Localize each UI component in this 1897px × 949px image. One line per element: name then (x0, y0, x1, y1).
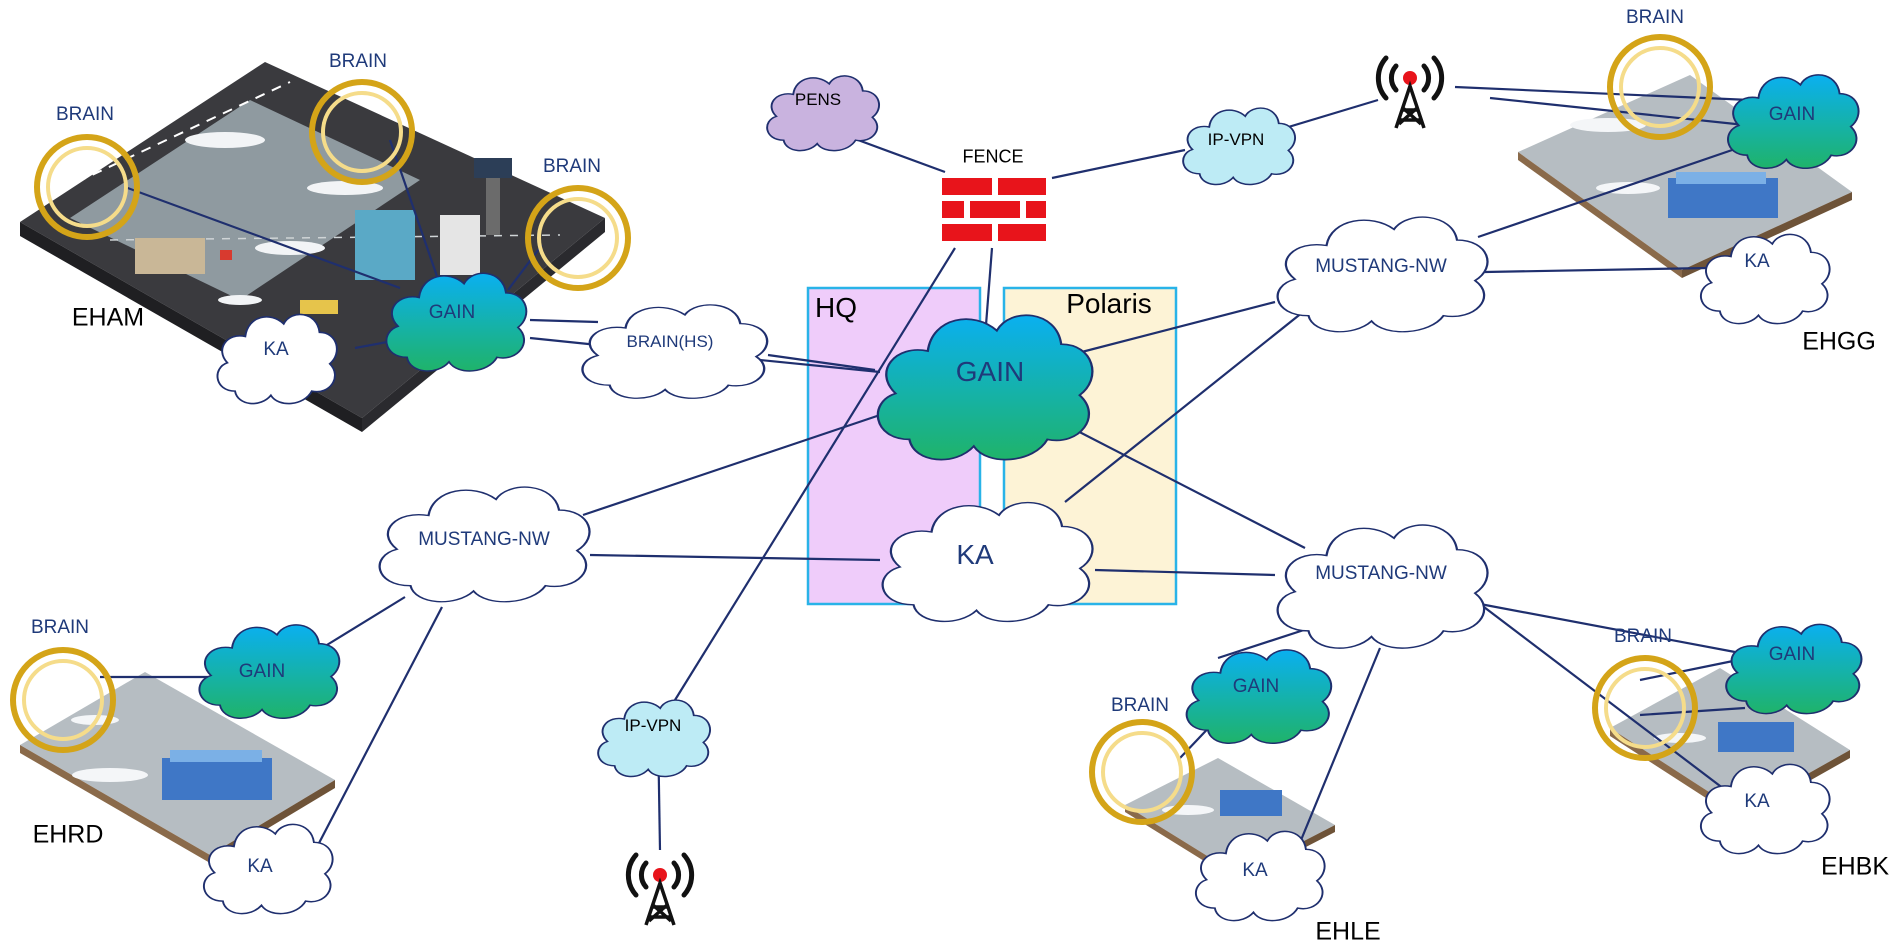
ehrd-ka-label: KA (247, 856, 273, 877)
eham-gain-label: GAIN (428, 302, 476, 323)
ehgg-mustang-label: MUSTANG-NW (1315, 256, 1447, 277)
ehgg-airport-tile (1518, 75, 1852, 278)
eham-ka-label: KA (263, 339, 289, 360)
ehgg-brain-label: BRAIN (1625, 7, 1685, 28)
hq-label: HQ (815, 292, 857, 323)
ehle-site-label: EHLE (1315, 917, 1381, 946)
ipvpn-top-label: IP-VPN (1207, 130, 1265, 149)
brain-rings (10, 34, 1713, 825)
ehle-gain-label: GAIN (1232, 676, 1280, 697)
central-ka-label: KA (956, 539, 994, 570)
eham-site-label: EHAM (71, 303, 145, 332)
brain-hs-label: BRAIN(HS) (626, 332, 714, 351)
ehbk-ka-label: KA (1744, 791, 1770, 812)
ehgg-site-label: EHGG (1802, 327, 1876, 356)
central-gain-label: GAIN (955, 356, 1025, 387)
eham-brain-label-1: BRAIN (55, 104, 115, 125)
ehrd-gain-label: GAIN (238, 661, 286, 682)
ipvpn-bottom-label: IP-VPN (624, 716, 682, 735)
ehbk-site-label: EHBK (1820, 852, 1890, 881)
ehle-ka-label: KA (1242, 860, 1268, 881)
firewall-icon (940, 178, 1050, 246)
ehrd-brain-label: BRAIN (30, 617, 90, 638)
ehbk-gain-label: GAIN (1768, 644, 1816, 665)
ehbk-brain-label: BRAIN (1613, 626, 1673, 647)
eham-brain-label-3: BRAIN (542, 156, 602, 177)
network-links (100, 85, 1751, 863)
ehgg-ka-label: KA (1744, 251, 1770, 272)
polaris-label: Polaris (1066, 288, 1152, 319)
ehrd-mustang-label: MUSTANG-NW (418, 529, 550, 550)
ehgg-gain-label: GAIN (1768, 104, 1816, 125)
radio-tower-icon-top (1375, 55, 1445, 129)
fence-label: FENCE (962, 146, 1024, 167)
ehle-brain-label: BRAIN (1110, 695, 1170, 716)
eham-brain-label-2: BRAIN (328, 51, 388, 72)
radio-tower-icon-bottom (625, 852, 695, 926)
ehle-mustang-label: MUSTANG-NW (1315, 563, 1447, 584)
ehrd-site-label: EHRD (32, 820, 104, 849)
pens-label: PENS (794, 90, 842, 109)
